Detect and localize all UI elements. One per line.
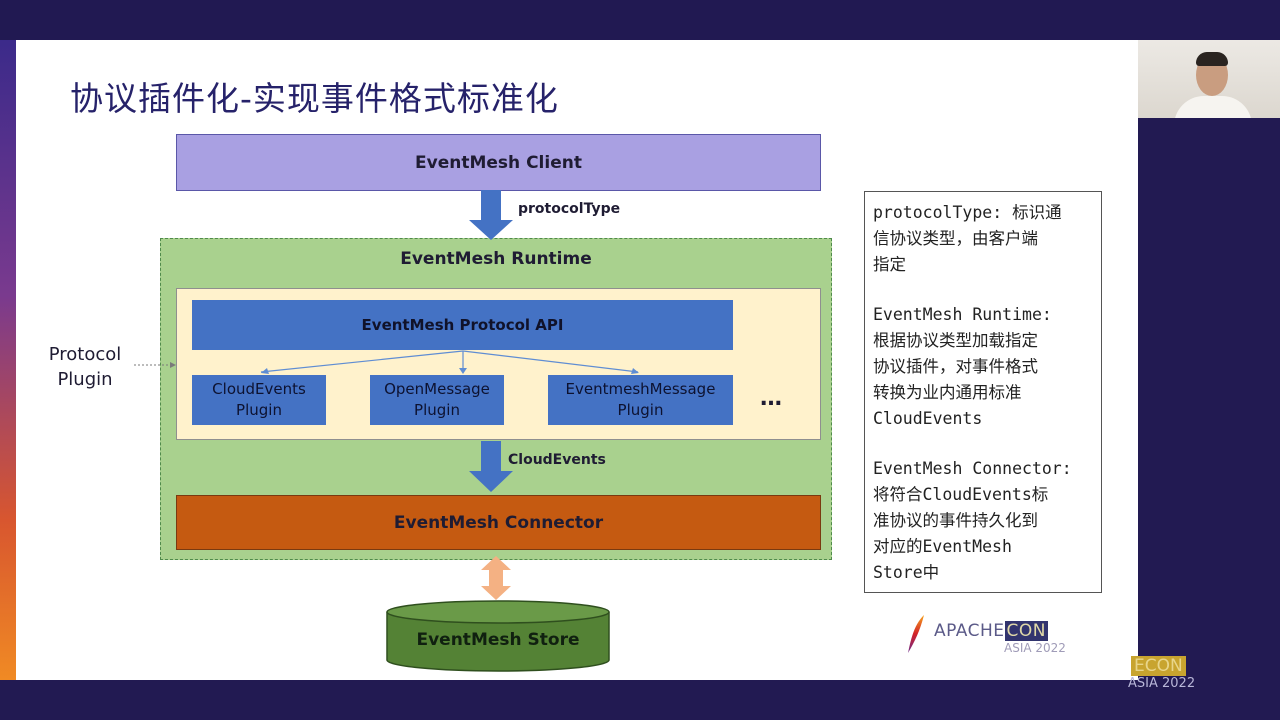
- api-to-plugin-3-line: [462, 350, 639, 373]
- eventmesh-client-box: EventMesh Client: [176, 134, 821, 191]
- api-label: EventMesh Protocol API: [361, 316, 564, 334]
- api-to-plugin-1-line: [260, 350, 464, 373]
- runtime-label: EventMesh Runtime: [400, 249, 592, 269]
- plugin-line1: CloudEvents: [212, 380, 306, 398]
- protocoltype-arrow: [469, 190, 513, 240]
- frame-logo-con-text: ECON: [1131, 656, 1186, 676]
- openmessage-plugin-box: OpenMessage Plugin: [370, 375, 504, 425]
- eventmesh-store-cylinder: [386, 600, 610, 672]
- speaker-webcam: [1138, 40, 1280, 118]
- frame-logo-asia-text: ASIA 2022: [1128, 676, 1196, 691]
- arrowhead-3: [631, 368, 639, 374]
- cloudevents-arrow: [469, 441, 513, 492]
- note-protocoltype: protocolType: 标识通 信协议类型，由客户端 指定: [873, 203, 1062, 274]
- slide-title: 协议插件化-实现事件格式标准化: [70, 79, 559, 118]
- eventmeshmessage-plugin-box: EventmeshMessage Plugin: [548, 375, 733, 425]
- speaker-hair: [1196, 52, 1228, 66]
- slide: 协议插件化-实现事件格式标准化 EventMesh Runtime EventM…: [16, 40, 1138, 680]
- speaker-shirt: [1174, 96, 1252, 118]
- connector-store-double-arrow: [481, 556, 511, 600]
- protocol-plugin-arrowhead: [170, 362, 176, 368]
- arrowhead-1: [261, 368, 269, 374]
- protocol-api-box: EventMesh Protocol API: [192, 300, 733, 350]
- cloudevents-plugin-box: CloudEvents Plugin: [192, 375, 326, 425]
- frame-apachecon-logo: ECON ASIA 2022: [1128, 656, 1228, 696]
- plugin-line1: EventmeshMessage: [565, 380, 716, 398]
- diagram-arrows: [134, 190, 639, 672]
- frame-bottom-bar: [0, 680, 1280, 720]
- plugin-line2: Plugin: [617, 401, 664, 419]
- protocol-plugin-line1: Protocol: [48, 344, 122, 365]
- plugin-line2: Plugin: [236, 401, 282, 419]
- cloudevents-label: CloudEvents: [508, 452, 606, 468]
- note-connector: EventMesh Connector: 将符合CloudEvents标 准协议…: [873, 459, 1072, 582]
- feather-icon: [908, 615, 924, 653]
- logo-con-text: CON: [1004, 621, 1048, 641]
- note-runtime: EventMesh Runtime: 根据协议类型加载指定 协议插件，对事件格式…: [873, 305, 1052, 428]
- protocoltype-label: protocolType: [518, 201, 621, 217]
- logo-apache-text: APACHE: [934, 621, 1005, 641]
- notes-box: protocolType: 标识通 信协议类型，由客户端 指定 EventMes…: [864, 191, 1102, 593]
- logo-asia-text: ASIA 2022: [1004, 641, 1066, 655]
- protocol-plugin-line2: Plugin: [57, 369, 113, 390]
- frame-left-gradient: [0, 40, 16, 680]
- arrowhead-2: [459, 368, 467, 374]
- connector-label: EventMesh Connector: [393, 512, 604, 533]
- eventmesh-connector-box: EventMesh Connector: [176, 495, 821, 550]
- client-label: EventMesh Client: [415, 152, 582, 173]
- store-label: EventMesh Store: [416, 630, 580, 650]
- frame-top-bar: [0, 0, 1280, 40]
- plugin-line2: Plugin: [414, 401, 460, 419]
- protocol-plugin-label: Protocol Plugin: [36, 342, 134, 392]
- plugin-line1: OpenMessage: [384, 380, 490, 398]
- more-plugins-ellipsis: …: [760, 386, 782, 411]
